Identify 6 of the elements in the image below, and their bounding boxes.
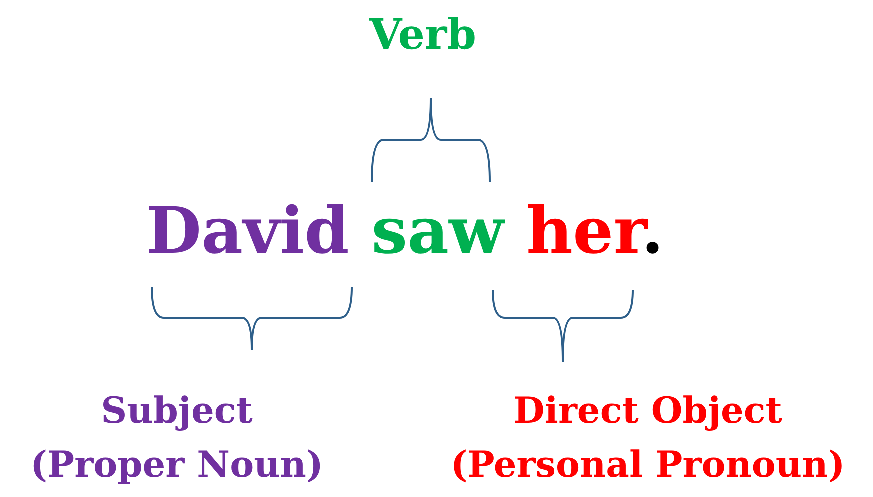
word-class-label: (Personal Pronoun) xyxy=(450,447,846,483)
word-class-label: (Proper Noun) xyxy=(30,447,324,483)
sentence: David saw her. xyxy=(146,200,664,264)
role-label: Subject xyxy=(101,393,253,429)
role-label: Direct Object xyxy=(514,393,782,429)
word-class-label: Verb xyxy=(370,14,476,56)
